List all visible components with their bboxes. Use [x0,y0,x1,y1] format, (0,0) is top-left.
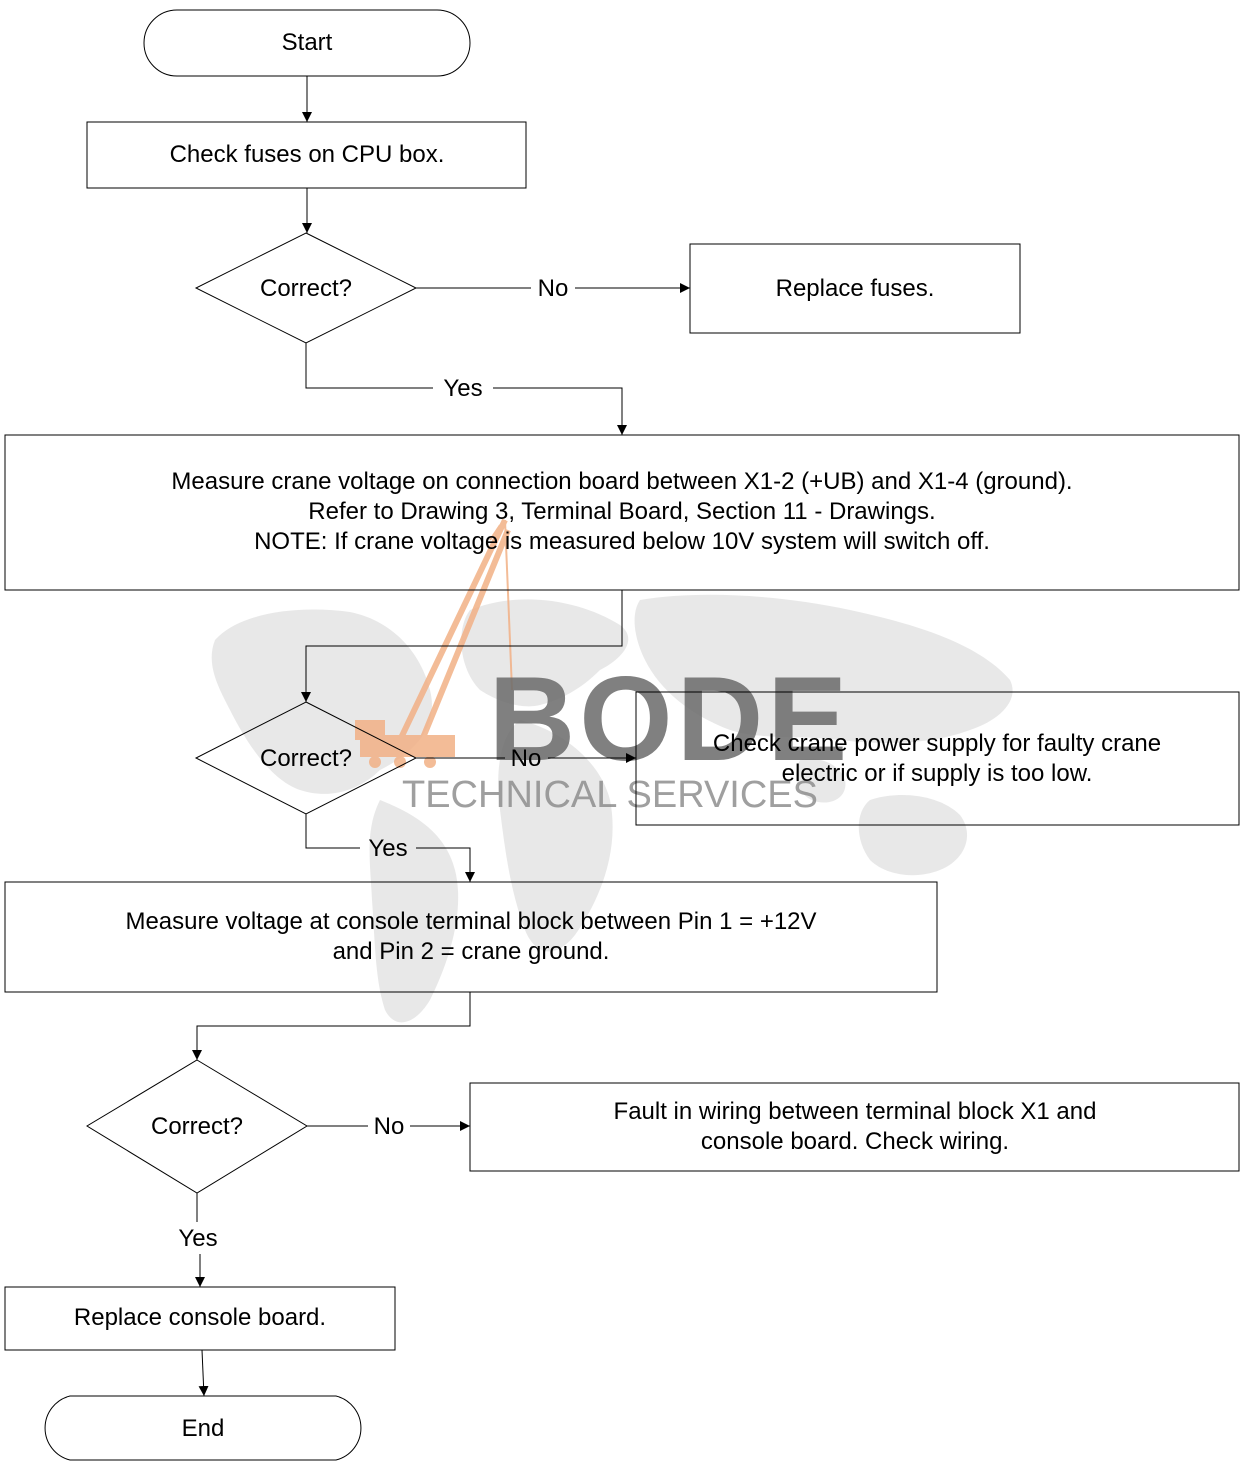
check-power-line2: electric or if supply is too low. [782,760,1093,787]
decision-1-yes-label: Yes [443,375,482,402]
start-terminator [143,9,471,77]
decision-3-no-label: No [374,1113,405,1140]
decision-3-label: Correct? [151,1113,243,1140]
start-label: Start [282,29,333,56]
edge-d1-yes-b [493,387,627,435]
fault-wiring-line1: Fault in wiring between terminal block X… [614,1098,1097,1125]
measure-console-line1: Measure voltage at console terminal bloc… [125,908,816,935]
replace-console-label: Replace console board. [74,1304,326,1331]
measure-console-voltage-box [4,881,938,993]
measure-crane-line2: Refer to Drawing 3, Terminal Board, Sect… [308,498,935,525]
edge-d2-yes-a [305,814,360,849]
decision-2-no-label: No [511,745,542,772]
measure-crane-line1: Measure crane voltage on connection boar… [171,468,1072,495]
fault-wiring-line2: console board. Check wiring. [701,1128,1009,1155]
edge-console-to-decision3 [192,992,471,1060]
flowchart-labels: Start Check fuses on CPU box. Correct? N… [74,29,1161,1442]
decision-2-label: Correct? [260,745,352,772]
measure-console-line2: and Pin 2 = crane ground. [333,938,610,965]
watermark-tagline: TECHNICAL SERVICES [402,774,818,816]
watermark-logo-text: BODE [489,652,852,786]
fault-wiring-box [469,1082,1240,1172]
replace-fuses-label: Replace fuses. [776,275,935,302]
edge-d2-yes-b [416,847,475,882]
measure-crane-line3: NOTE: If crane voltage is measured below… [254,528,990,555]
world-map-watermark [211,594,1013,1023]
crane-watermark [355,518,513,768]
flowchart-connectors [192,76,690,1397]
decision-3-yes-label: Yes [178,1225,217,1252]
watermark: BODE TECHNICAL SERVICES [211,518,1013,1023]
edge-measure-to-decision2 [301,590,623,702]
check-fuses-label: Check fuses on CPU box. [170,141,445,168]
decision-2-yes-label: Yes [368,835,407,862]
end-label: End [182,1415,225,1442]
decision-1-label: Correct? [260,275,352,302]
edge-d1-yes-a [305,343,433,389]
edge-replace-to-end [198,1349,209,1397]
end-terminator [44,1395,362,1461]
check-power-line1: Check crane power supply for faulty cran… [713,730,1161,757]
decision-1-no-label: No [538,275,569,302]
